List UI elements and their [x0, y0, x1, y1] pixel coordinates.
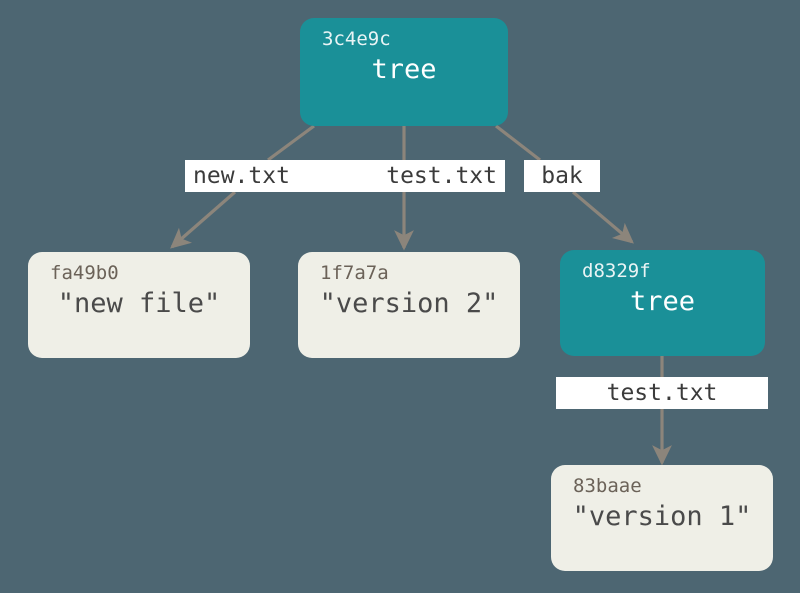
node-content: "version 1"	[572, 501, 752, 532]
node-hash: 1f7a7a	[320, 262, 389, 284]
node-content: "version 2"	[319, 288, 499, 319]
edge-label-sub-test-txt: test.txt	[556, 377, 768, 409]
edge-label-bak-text: bak	[541, 162, 583, 189]
node-hash: fa49b0	[50, 262, 119, 284]
node-blob-83baae[interactable]: 83baae "version 1"	[551, 465, 773, 571]
node-tree-d8329f[interactable]: d8329f tree	[560, 250, 765, 356]
edge-label-test-txt: test.txt	[386, 162, 497, 189]
edge-root-to-new-txt	[267, 124, 315, 162]
edge-label-new-txt-test-txt: new.txt test.txt	[185, 160, 505, 192]
node-content: "new file"	[57, 288, 221, 319]
node-tree-3c4e9c[interactable]: 3c4e9c tree	[300, 18, 508, 126]
edge-new-txt-to-blob-fa49b0	[170, 190, 237, 249]
edge-bak-to-tree-d8329f	[571, 190, 634, 244]
edge-root-to-bak	[495, 124, 541, 162]
node-hash: 3c4e9c	[322, 28, 391, 50]
node-type-label: tree	[629, 286, 696, 317]
edge-label-sub-test-txt-text: test.txt	[606, 379, 718, 406]
node-blob-1f7a7a[interactable]: 1f7a7a "version 2"	[298, 252, 520, 358]
node-type-label: tree	[371, 54, 437, 85]
edge-label-new-txt: new.txt	[193, 162, 290, 189]
edge-label-bak: bak	[524, 160, 600, 192]
node-blob-fa49b0[interactable]: fa49b0 "new file"	[28, 252, 250, 358]
node-hash: d8329f	[582, 260, 651, 282]
node-hash: 83baae	[573, 475, 642, 497]
